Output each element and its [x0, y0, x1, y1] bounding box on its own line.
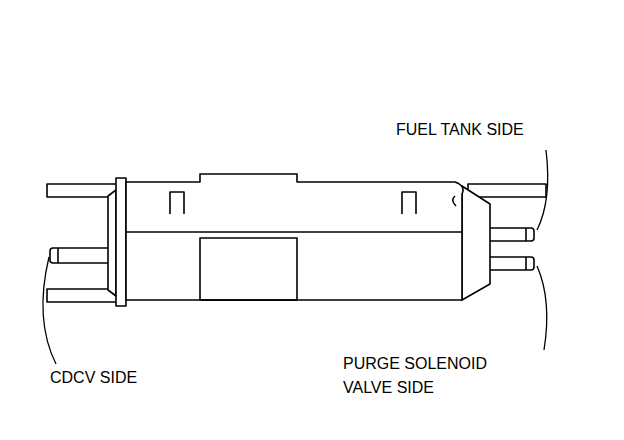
- canister-body: [126, 174, 463, 300]
- part-label: PURGE SOLENOID VALVE SIDE: [343, 352, 525, 400]
- band-edge: [200, 299, 297, 301]
- rib: [402, 192, 416, 214]
- rib: [170, 192, 184, 214]
- tube-ring: [525, 228, 527, 241]
- right-taper: [462, 186, 490, 300]
- tube-ring: [525, 257, 527, 270]
- tube-ring: [57, 248, 59, 263]
- seam-line: [126, 231, 462, 233]
- fuel-tank-tube: [488, 228, 534, 241]
- leader-line: [537, 150, 548, 230]
- left-top-tab: [47, 184, 117, 197]
- label-band: [200, 238, 297, 300]
- part-label: FUEL TANK SIDE: [396, 118, 606, 142]
- leader-line: [537, 266, 547, 350]
- part-label: CDCV SIDE: [50, 366, 210, 390]
- purge-tube: [488, 257, 534, 270]
- cdcv-tube: [50, 248, 116, 263]
- left-flange: [116, 178, 126, 306]
- right-top-tab: [468, 184, 546, 197]
- left-taper: [108, 190, 116, 296]
- body-detail: [453, 196, 456, 206]
- left-bottom-tab: [47, 289, 117, 302]
- leader-line: [43, 257, 56, 364]
